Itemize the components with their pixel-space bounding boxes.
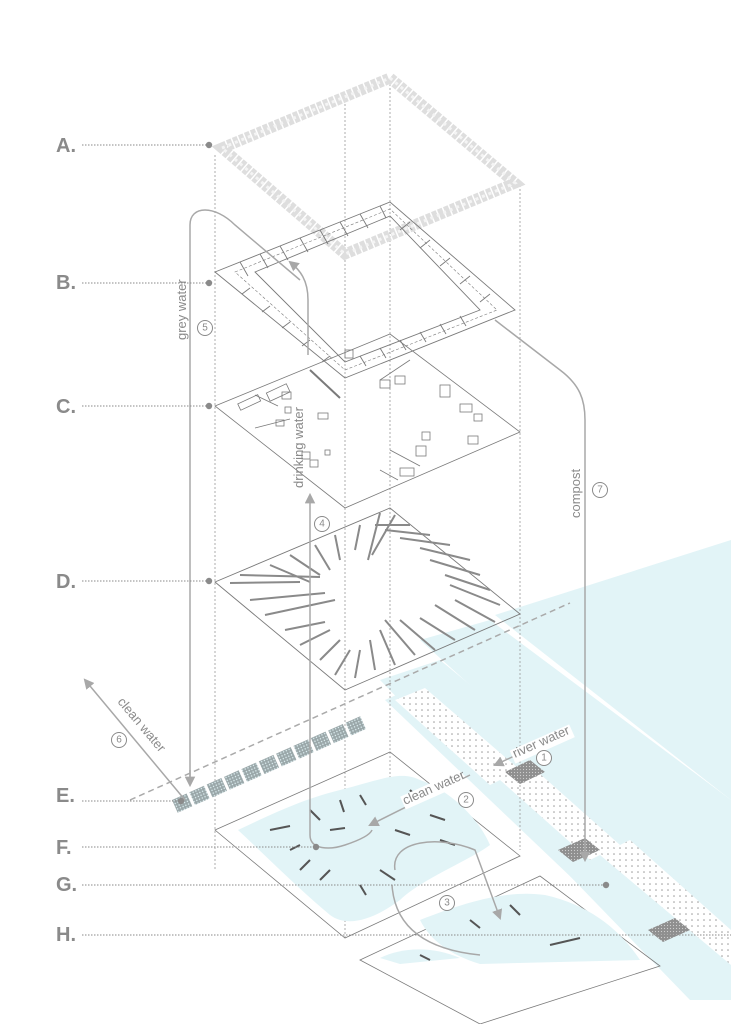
drinking-water-label: drinking water <box>291 406 306 488</box>
river-edge-dashed <box>129 602 571 801</box>
layer-d-radial-structure <box>214 507 521 691</box>
label-h: H. <box>56 924 731 946</box>
layer-c-building-plane <box>214 333 521 509</box>
layer-label-h: H. <box>56 924 76 946</box>
layer-label-d: D. <box>56 571 76 593</box>
layer-label-e: E. <box>56 785 75 807</box>
step-1-number: 1 <box>541 753 547 764</box>
recirc-arrow-3a <box>394 841 503 920</box>
step-5-number: 5 <box>202 323 208 334</box>
label-b: B. <box>56 272 213 294</box>
label-a: A. <box>56 135 213 157</box>
layer-a-brick-frame <box>211 71 526 261</box>
step-4-number: 4 <box>319 519 325 530</box>
farm-strip <box>385 680 731 1000</box>
step-2-number: 2 <box>463 795 469 806</box>
compost-arrow <box>494 319 591 863</box>
grey-water-label: grey water <box>174 279 189 340</box>
step-7-number: 7 <box>597 485 603 496</box>
layer-labels: A. B. C. D. E. F. G. <box>56 135 731 946</box>
compost-label: compost <box>568 468 583 518</box>
layer-label-g: G. <box>56 874 77 896</box>
step-6-number: 6 <box>116 735 122 746</box>
layer-label-f: F. <box>56 837 72 859</box>
label-f: F. <box>56 837 320 859</box>
label-c: C. <box>56 396 213 418</box>
layer-e-filter-beds <box>172 716 366 813</box>
clean-water-6-arrow <box>83 678 186 801</box>
label-e: E. <box>56 785 185 807</box>
label-d: D. <box>56 571 213 593</box>
step-3-number: 3 <box>444 898 450 909</box>
layer-b-planter-frame <box>214 201 516 379</box>
drinking-water-arrow-upper <box>288 260 309 355</box>
layer-label-b: B. <box>56 272 76 294</box>
label-g: G. <box>56 874 610 896</box>
layer-h-lower-plane <box>359 875 661 1024</box>
layer-label-a: A. <box>56 135 76 157</box>
grey-water-arrow <box>189 209 301 785</box>
layer-label-c: C. <box>56 396 76 418</box>
